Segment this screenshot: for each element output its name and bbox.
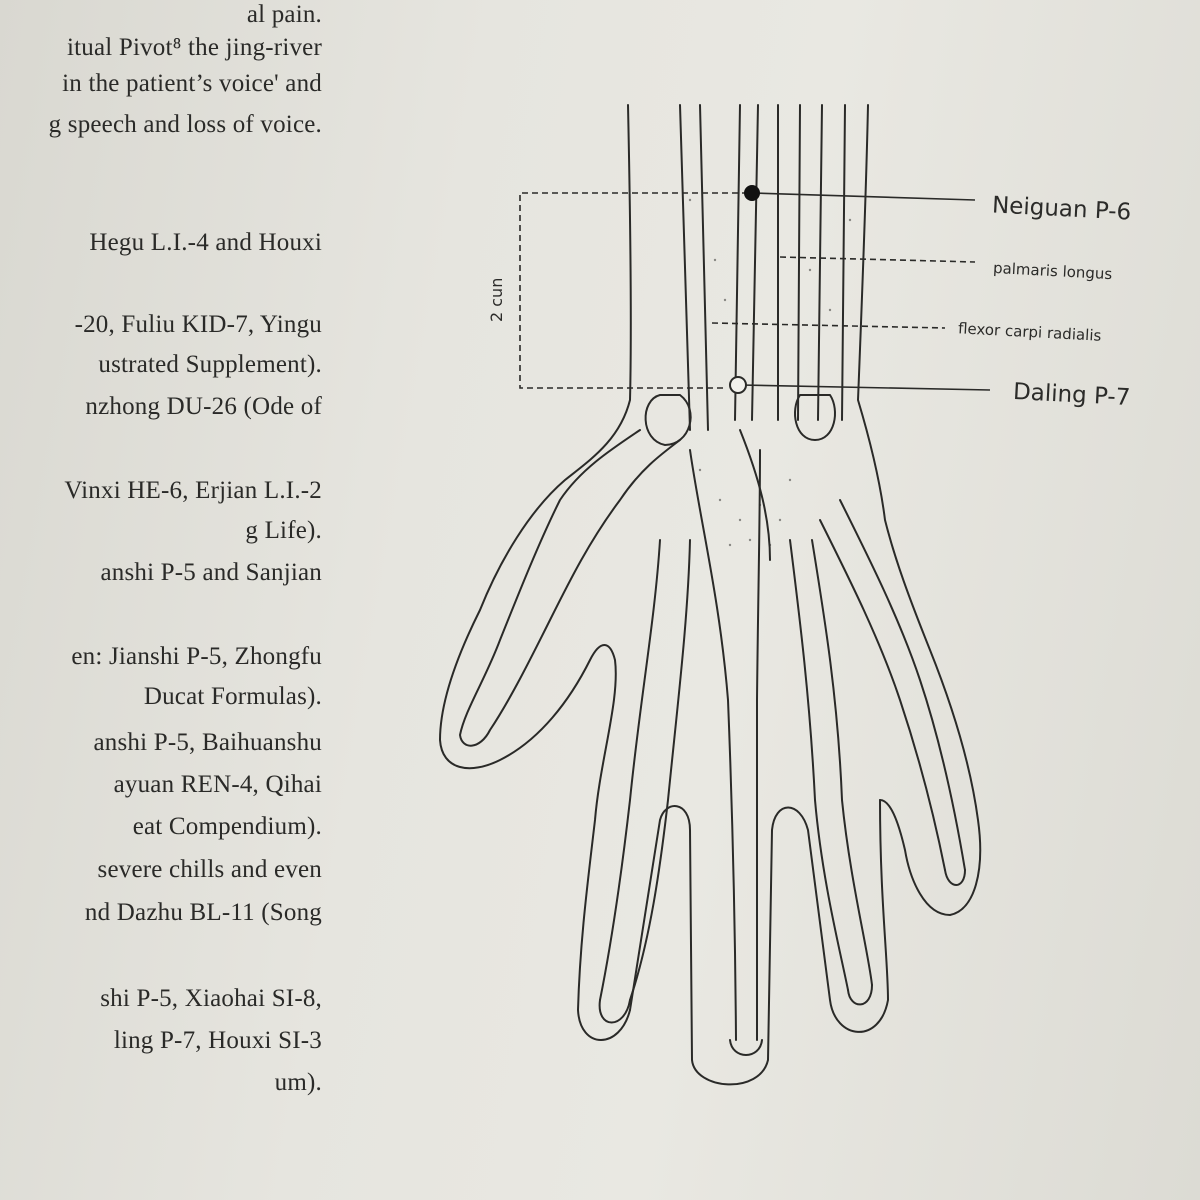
text-line: itual Pivot⁸ the jing-river [66,34,322,61]
text-line: shi P-5, Xiaohai SI-8, [100,985,322,1012]
text-line: in the patient’s voice' and [62,70,322,97]
neiguan-leader-line [751,192,976,201]
text-line: g Life). [245,517,322,544]
text-line: Vinxi HE-6, Erjian L.I.-2 [64,477,322,504]
palmaris-leader-line [779,256,976,263]
text-line: ayuan REN-4, Qihai [113,771,322,798]
text-line: anshi P-5, Baihuanshu [93,729,322,756]
text-line: severe chills and even [97,856,322,883]
neiguan-point [744,185,760,201]
text-line: g speech and loss of voice. [48,111,322,138]
two-cun-label: 2 cun [487,277,506,322]
cun-bracket [519,192,748,389]
body-text-column: al pain. itual Pivot⁸ the jing-river in … [0,0,330,1200]
text-line: anshi P-5 and Sanjian [100,559,322,586]
index-finger-outline [629,799,889,1086]
text-line: ustrated Supplement). [98,351,322,378]
daling-leader-line [739,384,991,391]
text-line: um). [274,1069,322,1096]
text-line: eat Compendium). [132,813,322,840]
forearm-outline-right [857,104,982,916]
text-line: al pain. [246,1,322,28]
forearm-outline [439,104,632,1041]
daling-point [729,376,747,394]
thumb-outline [459,429,681,747]
text-line: ling P-7, Houxi SI-3 [113,1027,322,1054]
text-line: -20, Fuliu KID-7, Yingu [74,311,322,338]
text-line: nzhong DU-26 (Ode of [85,393,322,420]
text-line: Ducat Formulas). [143,683,322,710]
text-line: Hegu L.I.-4 and Houxi [89,229,322,256]
text-line: nd Dazhu BL-11 (Song [84,899,322,926]
text-line: en: Jianshi P-5, Zhongfu [71,643,322,670]
flexor-leader-line [711,322,946,329]
hand-anatomy-illustration [439,104,991,1086]
